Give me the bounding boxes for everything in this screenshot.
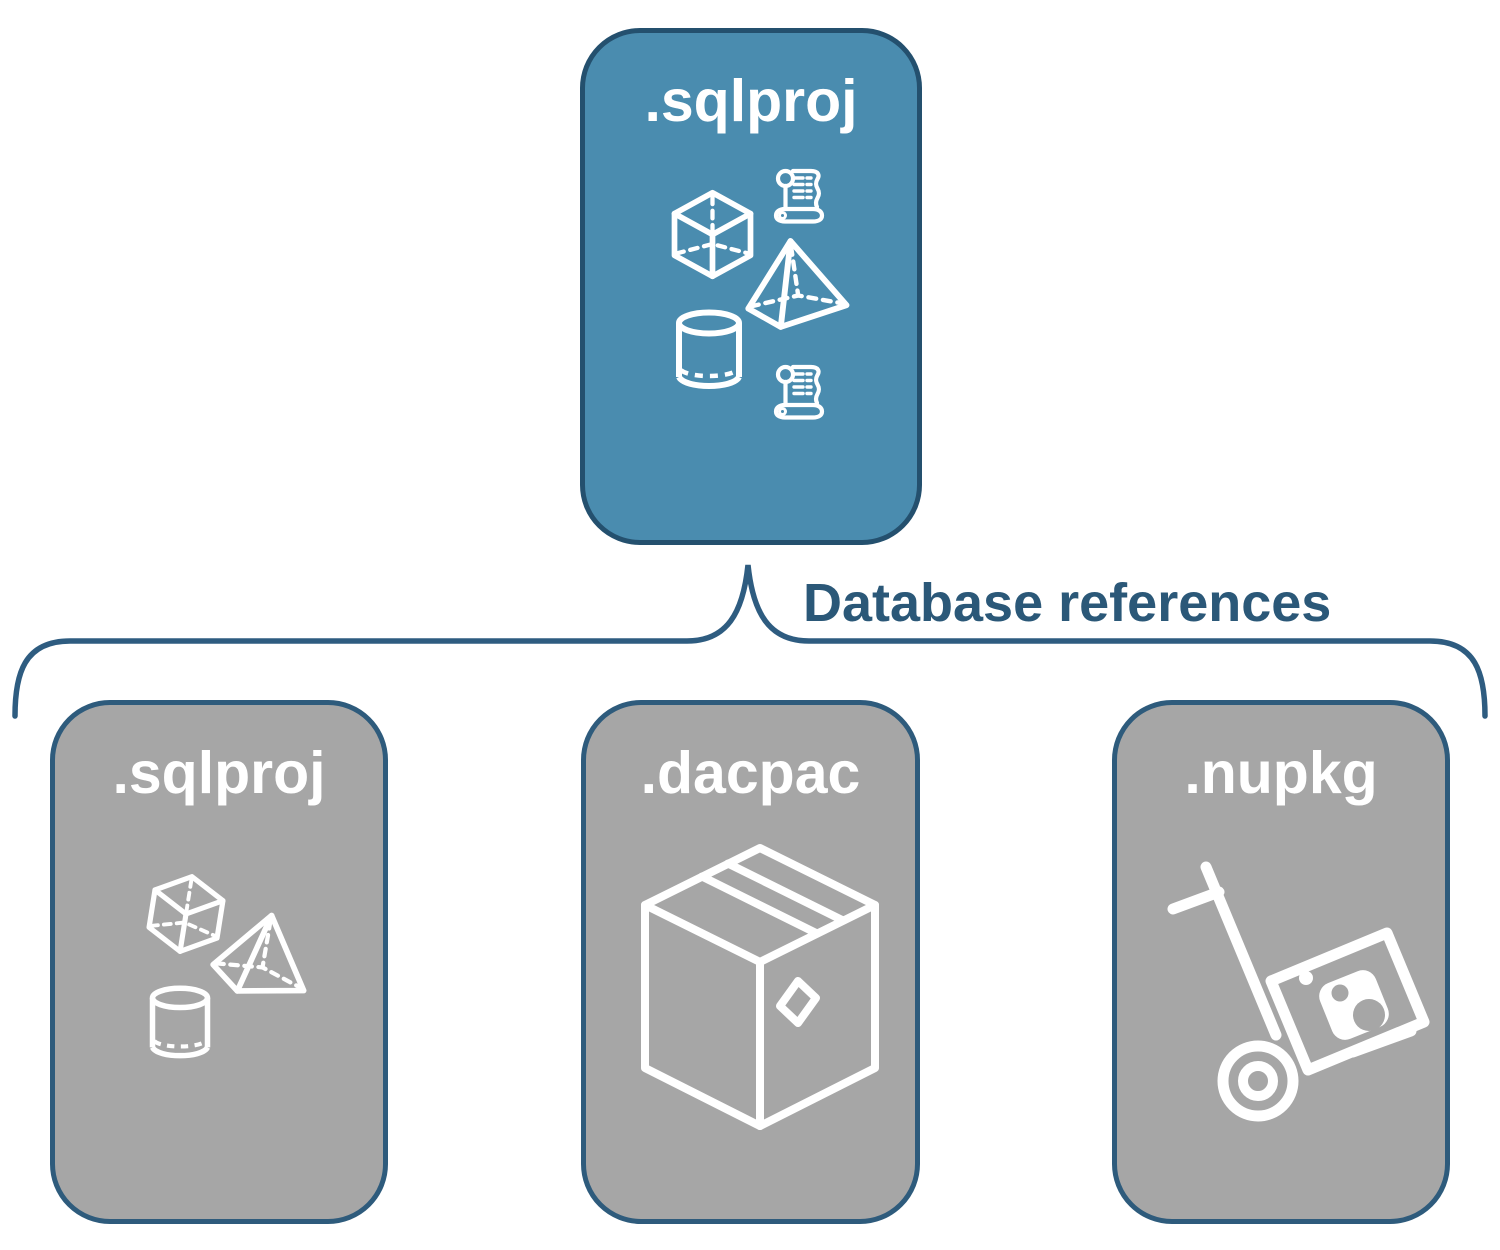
pyramid-icon xyxy=(742,236,848,330)
cube-icon xyxy=(146,871,226,957)
cylinder-icon xyxy=(679,313,739,387)
pyramid-icon xyxy=(209,906,318,1005)
cube-icon xyxy=(675,193,751,277)
node-child-title: .dacpac xyxy=(640,740,861,806)
sql-project-objects-cluster xyxy=(643,161,903,461)
connector-label: Database references xyxy=(803,573,1332,633)
node-nupkg: .nupkg xyxy=(1112,700,1450,1224)
sql-project-objects-cluster xyxy=(133,861,393,1081)
node-dacpac: .dacpac xyxy=(581,700,920,1224)
nupkg-icon-cluster xyxy=(1153,845,1453,1155)
cylinder-icon xyxy=(153,988,208,1055)
node-child-title: .nupkg xyxy=(1184,740,1378,806)
hand-truck-package-icon xyxy=(1173,867,1424,1116)
scroll-icon xyxy=(776,171,822,222)
brace-connector xyxy=(12,564,1488,719)
scroll-icon xyxy=(776,367,822,418)
node-sqlproj-child: .sqlproj xyxy=(50,700,388,1224)
node-root-title: .sqlproj xyxy=(644,68,858,134)
package-box-icon xyxy=(645,848,875,1126)
dacpac-icon-cluster xyxy=(640,843,880,1133)
node-sqlproj-root: .sqlproj xyxy=(580,28,922,545)
node-child-title: .sqlproj xyxy=(112,740,326,806)
